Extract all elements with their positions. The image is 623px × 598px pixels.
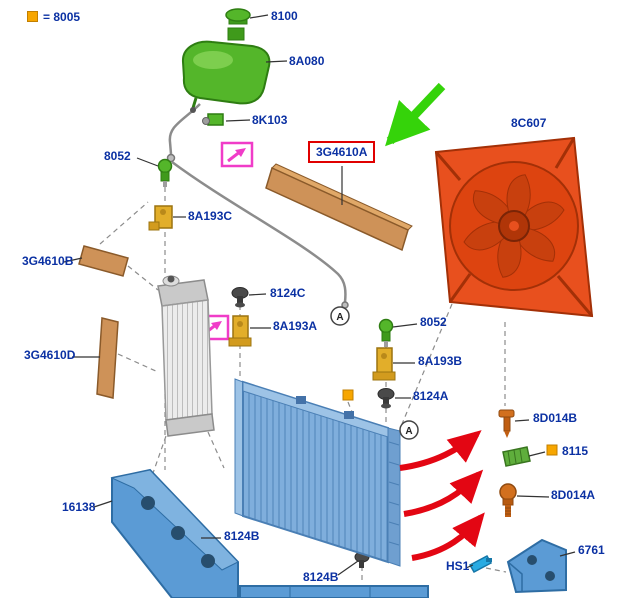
- pin-8124a-graphic[interactable]: [377, 388, 395, 409]
- leader-lines: [63, 14, 576, 576]
- seal-3g4610b-graphic[interactable]: [78, 245, 129, 277]
- part-label-8124a[interactable]: 8124A: [413, 389, 449, 403]
- pin-8d014b-graphic[interactable]: [498, 409, 515, 438]
- part-label-8052-right[interactable]: 8052: [420, 315, 447, 329]
- callout-a-1-text: A: [336, 312, 343, 323]
- valve-8115-graphic[interactable]: [502, 446, 531, 467]
- bracket-8a193a-graphic[interactable]: [228, 315, 252, 347]
- seal-3g4610d-graphic[interactable]: [96, 317, 119, 399]
- part-label-16138[interactable]: 16138: [62, 500, 96, 514]
- part-label-8052-left[interactable]: 8052: [104, 149, 131, 163]
- intercooler-graphic[interactable]: [157, 275, 215, 437]
- clip-8k103-graphic[interactable]: [202, 113, 224, 126]
- sensor-8052-right-graphic[interactable]: [378, 318, 394, 348]
- part-label-6761[interactable]: 6761: [578, 543, 605, 557]
- part-label-8124b-left[interactable]: 8124B: [224, 529, 260, 543]
- radiator-graphic[interactable]: [234, 378, 401, 567]
- bracket-6761-graphic[interactable]: [506, 538, 567, 594]
- part-label-8124b-bottom[interactable]: 8124B: [303, 570, 339, 584]
- part-label-3g4610d[interactable]: 3G4610D: [24, 348, 76, 362]
- legend-text: = 8005: [43, 10, 81, 24]
- part-label-8124c[interactable]: 8124C: [270, 286, 306, 300]
- legend-kit-square: [27, 11, 38, 22]
- pointer-arrow-green: [385, 82, 446, 147]
- fan-shroud-graphic[interactable]: [434, 136, 594, 318]
- part-label-8a193c[interactable]: 8A193C: [188, 209, 233, 223]
- part-label-hs1[interactable]: HS1: [446, 559, 470, 573]
- pointer-arrows-red: [399, 430, 485, 561]
- part-label-8c607[interactable]: 8C607: [511, 116, 547, 130]
- bracket-8a193b-graphic[interactable]: [372, 347, 396, 381]
- part-label-8d014b[interactable]: 8D014B: [533, 411, 578, 425]
- pin-8124c-graphic[interactable]: [231, 287, 249, 308]
- part-label-8a193a[interactable]: 8A193A: [273, 319, 318, 333]
- bracket-8a193c-graphic[interactable]: [148, 205, 173, 231]
- callout-a-1: A: [330, 306, 350, 326]
- part-label-8a193b[interactable]: 8A193B: [418, 354, 463, 368]
- sensor-8052-left-graphic[interactable]: [157, 158, 173, 188]
- sensor-8d014a-graphic[interactable]: [499, 483, 517, 517]
- callout-a-2: A: [399, 420, 419, 440]
- kit-marker-square-8115: [546, 444, 558, 456]
- crossmember-graphic[interactable]: [110, 468, 239, 598]
- kit-marker-square-center: [342, 389, 354, 401]
- reservoir-cap-graphic[interactable]: [225, 8, 251, 25]
- highlighted-part-label-3g4610a[interactable]: 3G4610A: [308, 141, 376, 163]
- part-label-8k103[interactable]: 8K103: [252, 113, 288, 127]
- part-label-8115[interactable]: 8115: [562, 444, 589, 458]
- part-label-8a080[interactable]: 8A080: [289, 54, 325, 68]
- lower-beam-graphic[interactable]: [239, 585, 429, 598]
- part-label-3g4610b[interactable]: 3G4610B: [22, 254, 74, 268]
- part-label-8100[interactable]: 8100: [271, 9, 298, 23]
- part-label-8d014a[interactable]: 8D014A: [551, 488, 596, 502]
- position-arrow-icon: [220, 141, 254, 168]
- callout-a-2-text: A: [405, 426, 412, 437]
- expansion-tank-graphic[interactable]: [181, 27, 271, 113]
- clip-hs1-graphic[interactable]: [468, 554, 493, 574]
